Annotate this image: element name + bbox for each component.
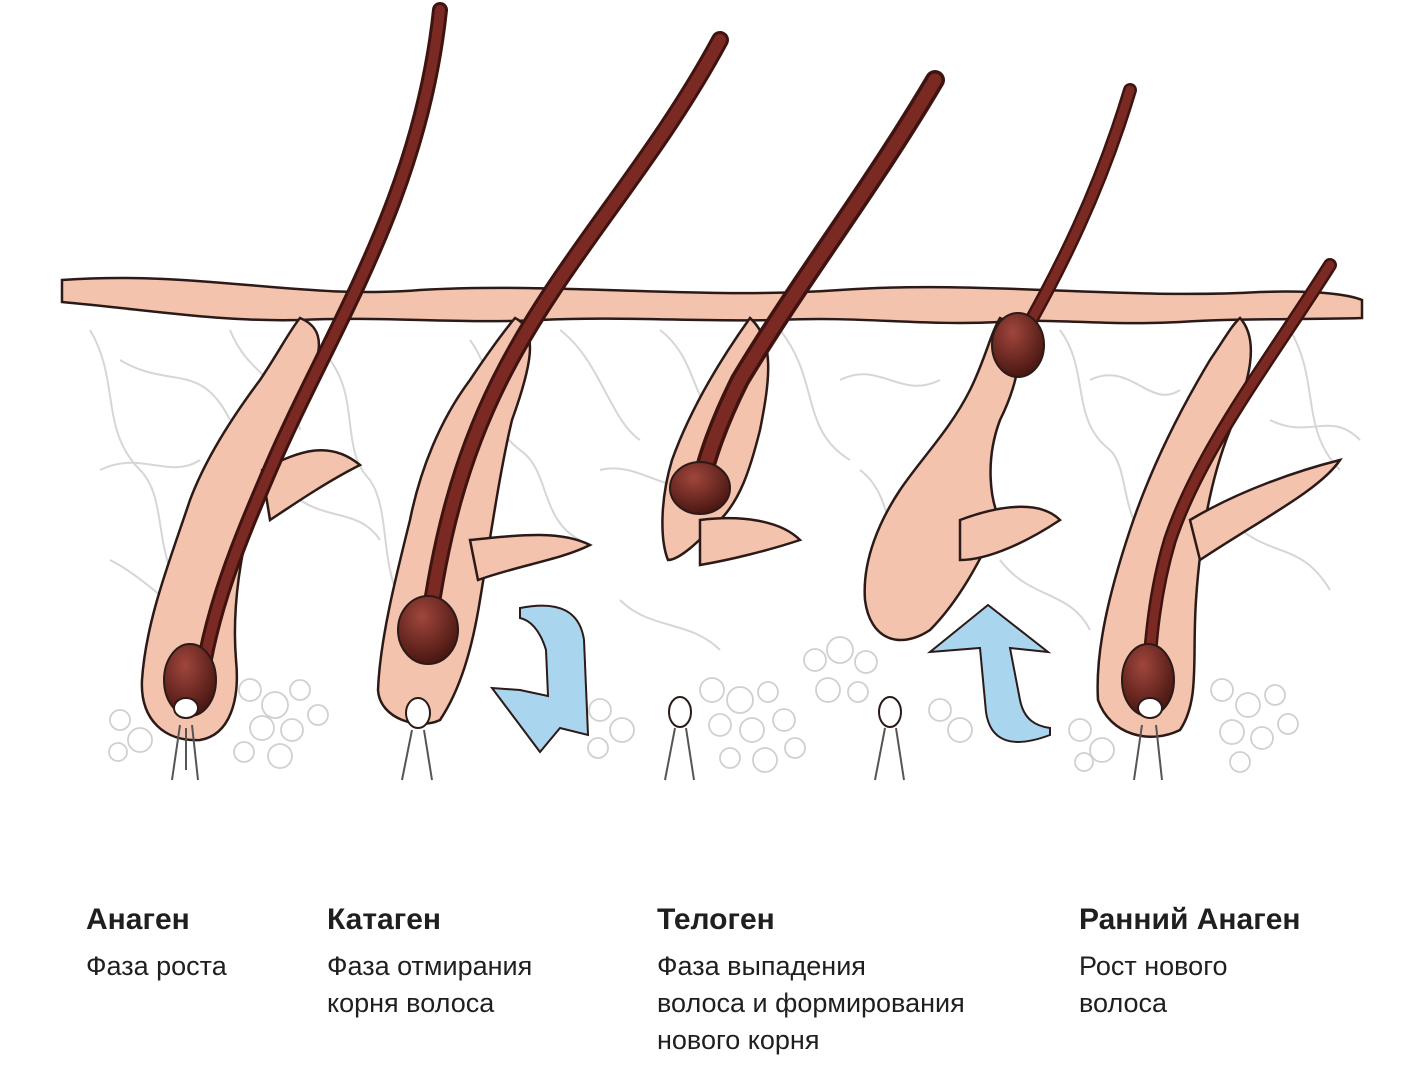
down-arrow xyxy=(489,604,590,754)
phase-telogen: Телоген Фаза выпадения волоса и формиров… xyxy=(657,900,965,1059)
phase-description: Рост нового волоса xyxy=(1079,951,1228,1018)
phase-title: Телоген xyxy=(657,903,775,936)
phase-early-anagen: Ранний Анаген Рост нового волоса xyxy=(1079,900,1301,1022)
phase-title: Анаген xyxy=(86,903,190,936)
follicle-catagen xyxy=(376,31,729,781)
phase-description: Фаза отмирания корня волоса xyxy=(327,951,533,1018)
follicle-telogen-new-root xyxy=(863,83,1137,781)
phase-catagen: Катаген Фаза отмирания корня волоса xyxy=(327,900,532,1022)
follicle-telogen xyxy=(661,70,945,781)
fat-cells xyxy=(108,636,1299,773)
phase-title: Катаген xyxy=(327,903,442,936)
up-arrow xyxy=(926,603,1052,743)
hair-growth-cycle-diagram xyxy=(60,2,1364,781)
phase-title: Ранний Анаген xyxy=(1079,903,1301,936)
phase-description: Фаза выпадения волоса и формирования нов… xyxy=(657,951,965,1055)
phase-description: Фаза роста xyxy=(86,951,227,981)
epidermis-layer xyxy=(60,276,1364,325)
follicle-anagen xyxy=(140,2,448,781)
phase-anagen: Анаген Фаза роста xyxy=(86,900,227,985)
follicle-early-anagen xyxy=(1096,258,1343,781)
